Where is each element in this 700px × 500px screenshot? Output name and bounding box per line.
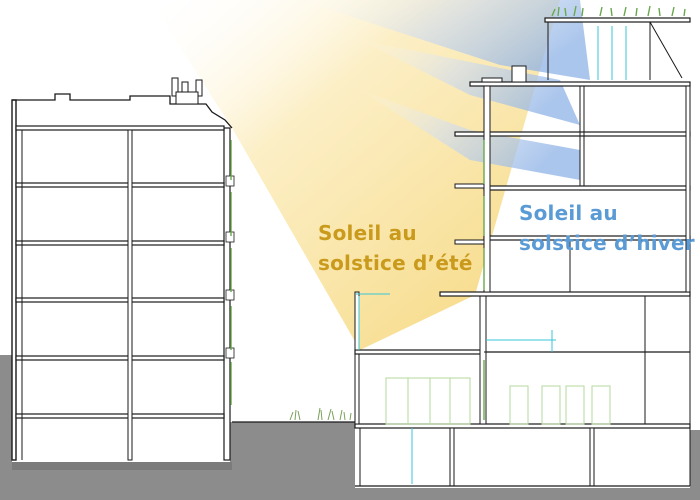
winter-sun-beam-top bbox=[300, 0, 590, 80]
winter-solstice-label-line-1: Soleil au bbox=[519, 201, 618, 225]
right-building bbox=[354, 17, 691, 487]
left-building bbox=[11, 77, 235, 461]
winter-solstice-label: Soleil au solstice d’hiver bbox=[519, 198, 700, 258]
courtyard-vegetation bbox=[289, 407, 352, 421]
right-facade-vegetation bbox=[483, 5, 686, 420]
summer-solstice-label-line-1: Soleil au bbox=[318, 221, 417, 245]
summer-solstice-label: Soleil au solstice d’été bbox=[318, 218, 478, 278]
left-basement-slab bbox=[12, 462, 232, 470]
glazing bbox=[356, 26, 627, 484]
summer-solstice-label-line-2: solstice d’été bbox=[318, 251, 473, 275]
ground-floor-furnishings bbox=[385, 377, 611, 425]
winter-solstice-label-line-2: solstice d’hiver bbox=[519, 231, 695, 255]
